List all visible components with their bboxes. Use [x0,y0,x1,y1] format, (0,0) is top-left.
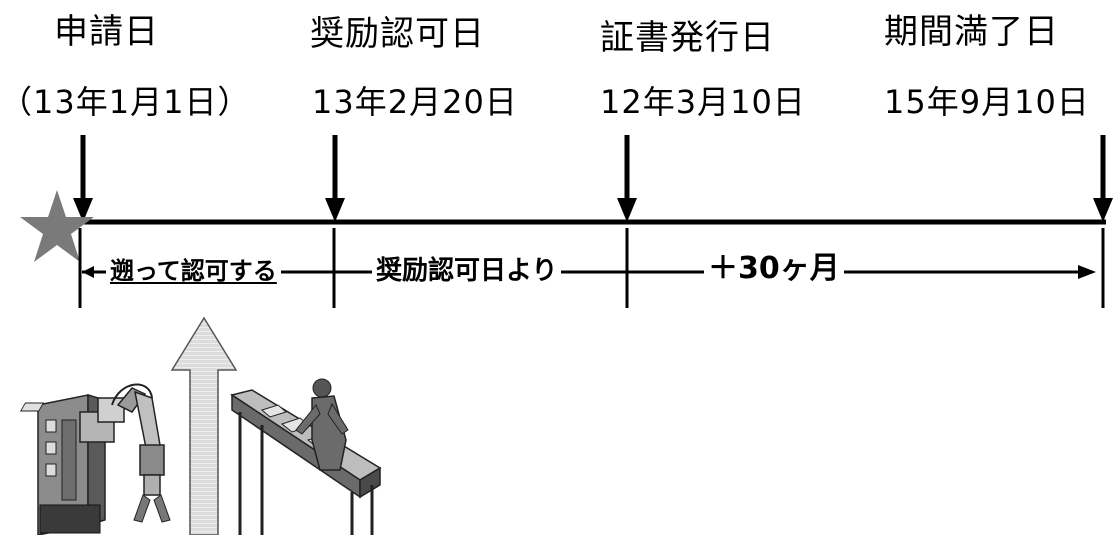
segment-retroactive-label: 遡って認可する [106,256,281,286]
factory-robot-arm-icon [37,383,171,535]
milestone-approval-date: 13年2月20日 [312,83,518,121]
down-arrow-issue [617,135,637,222]
milestone-issue-title: 証書発行日 [600,18,775,58]
dimension-right-arrowhead [1078,265,1096,279]
milestone-application-date: （13年1月1日） [0,83,251,121]
milestone-expiry-title: 期間満了日 [884,12,1059,52]
conveyor-worker-icon [19,378,382,535]
up-arrow-icon [170,316,238,535]
segment-from-approval-label: 奨励認可日より [372,256,562,286]
down-arrow-expiry [1093,135,1113,222]
down-arrow-application [73,135,93,222]
milestone-approval-title: 奨励認可日 [310,14,485,54]
segment-duration-label: ＋30ヶ月 [704,254,844,284]
star-icon [20,190,94,262]
down-arrow-approval [325,135,345,222]
milestone-application-title: 申請日 [54,12,159,52]
milestone-expiry-date: 15年9月10日 [884,83,1090,121]
dimension-left-arrowhead [82,266,94,278]
milestone-issue-date: 12年3月10日 [600,83,806,121]
